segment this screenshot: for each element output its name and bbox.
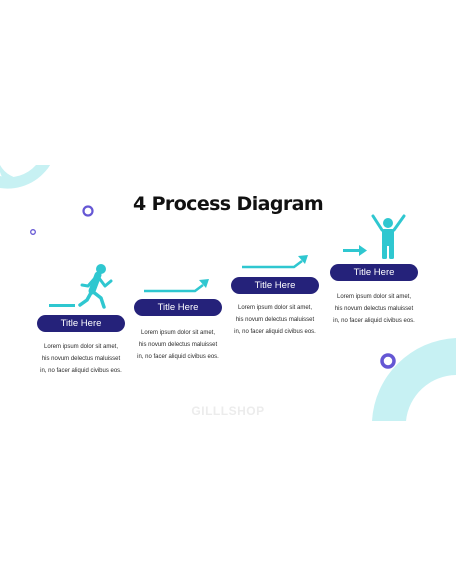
step-4-title: Title Here: [330, 264, 418, 281]
step-1-description: Lorem ipsum dolor sit amet, his novum de…: [21, 341, 141, 377]
decorative-arc-left-lower: [0, 165, 50, 189]
step-2-description: Lorem ipsum dolor sit amet, his novum de…: [118, 327, 238, 363]
page-title: 4 Process Diagram: [132, 193, 324, 215]
celebrating-person-icon: [343, 214, 406, 259]
step-2-line-1: Lorem ipsum dolor sit amet,: [140, 330, 216, 336]
step-2-line-3: in, no facer aliquid civibus eos.: [137, 354, 219, 360]
step-2-line-2: his novum delectus maluisset: [138, 342, 218, 348]
step-4-line-2: his novum delectus maluisset: [334, 306, 414, 312]
step-2-title: Title Here: [134, 299, 222, 316]
watermark: GILLLSHOP: [191, 404, 265, 418]
step-3-description: Lorem ipsum dolor sit amet, his novum de…: [215, 302, 335, 338]
step-3-line-3: in, no facer aliquid civibus eos.: [234, 329, 316, 335]
step-1-line-2: his novum delectus maluisset: [41, 356, 121, 362]
step-1-title: Title Here: [37, 315, 125, 332]
step-3-title: Title Here: [231, 277, 319, 294]
decorative-ring-bottom: [380, 353, 396, 369]
step-3-line-2: his novum delectus maluisset: [235, 317, 315, 323]
step-4-line-1: Lorem ipsum dolor sit amet,: [336, 294, 412, 300]
decorative-ring-top: [82, 205, 94, 217]
step-4-line-3: in, no facer aliquid civibus eos.: [333, 318, 415, 324]
step-1-line-1: Lorem ipsum dolor sit amet,: [43, 344, 119, 350]
step-3-line-1: Lorem ipsum dolor sit amet,: [237, 305, 313, 311]
rising-arrow-icon: [242, 255, 308, 269]
step-1-line-3: in, no facer aliquid civibus eos.: [40, 368, 122, 374]
decorative-arc-right: [372, 338, 456, 421]
step-4-description: Lorem ipsum dolor sit amet, his novum de…: [314, 291, 434, 327]
decorative-ring-small: [30, 229, 36, 235]
running-person-icon: [49, 264, 113, 309]
rising-arrow-icon: [144, 279, 209, 293]
